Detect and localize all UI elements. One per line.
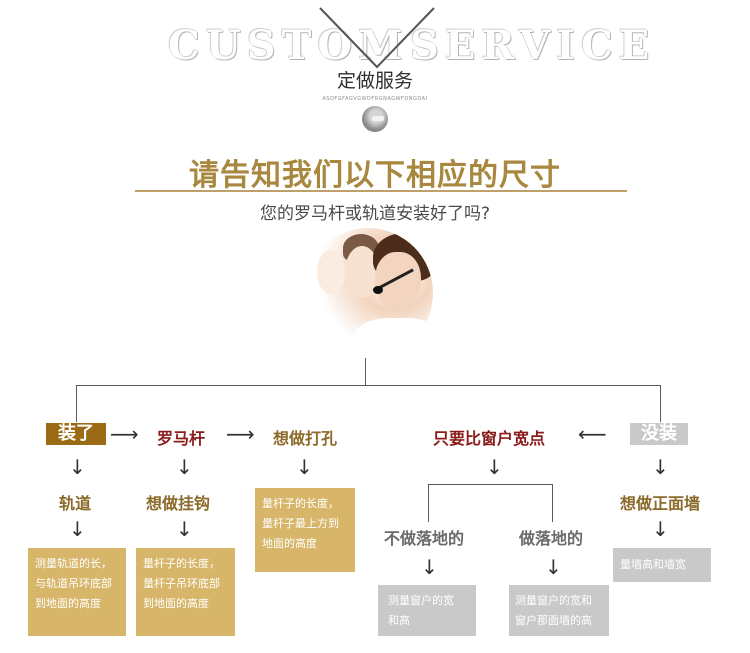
not-installed-tag: 没装: [630, 423, 688, 445]
arrow-right-icon: ⟶: [226, 424, 255, 444]
track-measure-line-3: 到地面的高度: [35, 594, 119, 614]
tree-right-drop: [660, 385, 661, 422]
window-wh-box: 测量窗户的宽 和高: [378, 585, 476, 636]
arrow-right-icon: ⟶: [110, 424, 139, 444]
arrow-left-icon: ⟵: [578, 424, 607, 444]
not-floor-label: 不做落地的: [384, 525, 464, 549]
split-left-drop: [428, 484, 429, 522]
rod-label: 罗马杆: [157, 425, 205, 449]
title-divider: [135, 190, 627, 192]
split-branch: [428, 484, 552, 485]
want-hook-label: 想做挂钩: [146, 490, 210, 514]
hook-measure-line-3: 到地面的高度: [143, 594, 228, 614]
tree-top-branch: [76, 385, 660, 386]
arrow-down-icon: ↓: [69, 457, 86, 477]
tree-stem: [365, 358, 366, 385]
arrow-down-icon: ↓: [296, 457, 313, 477]
window-floor-line-2: 窗户那面墙的高: [515, 611, 603, 631]
arrow-down-icon: ↓: [486, 457, 503, 477]
track-label: 轨道: [59, 490, 91, 514]
window-wh-line-1: 测量窗户的宽: [388, 591, 466, 611]
header-service-word: SERVICE: [410, 22, 655, 69]
arrow-down-icon: ↓: [652, 519, 669, 539]
question-text: 您的罗马杆或轨道安装好了吗?: [0, 199, 750, 224]
want-hole-label: 想做打孔: [273, 425, 337, 449]
hole-measure-line-3: 地面的高度: [262, 534, 348, 554]
hole-measure-line-1: 量杆子的长度，: [262, 494, 348, 514]
window-wh-line-2: 和高: [388, 611, 466, 631]
arrow-down-icon: ↓: [421, 557, 438, 577]
arrow-down-icon: ↓: [545, 557, 562, 577]
window-floor-line-1: 测量窗户的宽和: [515, 591, 603, 611]
track-measure-line-1: 测量轨道的长，: [35, 554, 119, 574]
window-wider-label: 只要比窗户宽点: [433, 425, 545, 449]
arrow-down-icon: ↓: [69, 519, 86, 539]
brand-logo-notch: [372, 116, 384, 121]
agent-face-3: [317, 250, 345, 294]
hook-measure-box: 量杆子的长度， 量杆子吊环底部 到地面的高度: [136, 548, 235, 636]
header-small-caps: ASDFGFAGVGWDFRGNAGWFDNGDAI: [0, 96, 750, 102]
hook-measure-line-1: 量杆子的长度，: [143, 554, 228, 574]
split-right-drop: [552, 484, 553, 522]
header-chevron-icon: [318, 5, 436, 71]
wall-front-label: 想做正面墙: [620, 490, 700, 514]
wall-measure-box: 量墙高和墙宽: [613, 548, 711, 582]
agent-shirt: [353, 318, 433, 358]
installed-tag: 装了: [46, 423, 106, 445]
track-measure-box: 测量轨道的长， 与轨道吊环底部 到地面的高度: [28, 548, 126, 636]
hook-measure-line-2: 量杆子吊环底部: [143, 574, 228, 594]
track-measure-line-2: 与轨道吊环底部: [35, 574, 119, 594]
tree-left-drop: [76, 385, 77, 422]
page-title: 请告知我们以下相应的尺寸: [0, 150, 750, 194]
arrow-down-icon: ↓: [176, 519, 193, 539]
header-title-cn: 定做服务: [0, 66, 750, 93]
arrow-down-icon: ↓: [176, 457, 193, 477]
hole-measure-line-2: 量杆子最上方到: [262, 514, 348, 534]
hole-measure-box: 量杆子的长度， 量杆子最上方到 地面的高度: [255, 488, 355, 572]
floor-label: 做落地的: [519, 525, 583, 549]
customer-service-photo: [303, 228, 433, 358]
headset-mic-tip: [373, 286, 383, 294]
arrow-down-icon: ↓: [652, 457, 669, 477]
agent-face-1: [375, 252, 421, 310]
wall-measure-line-1: 量墙高和墙宽: [620, 555, 704, 575]
window-floor-box: 测量窗户的宽和 窗户那面墙的高: [509, 585, 609, 636]
